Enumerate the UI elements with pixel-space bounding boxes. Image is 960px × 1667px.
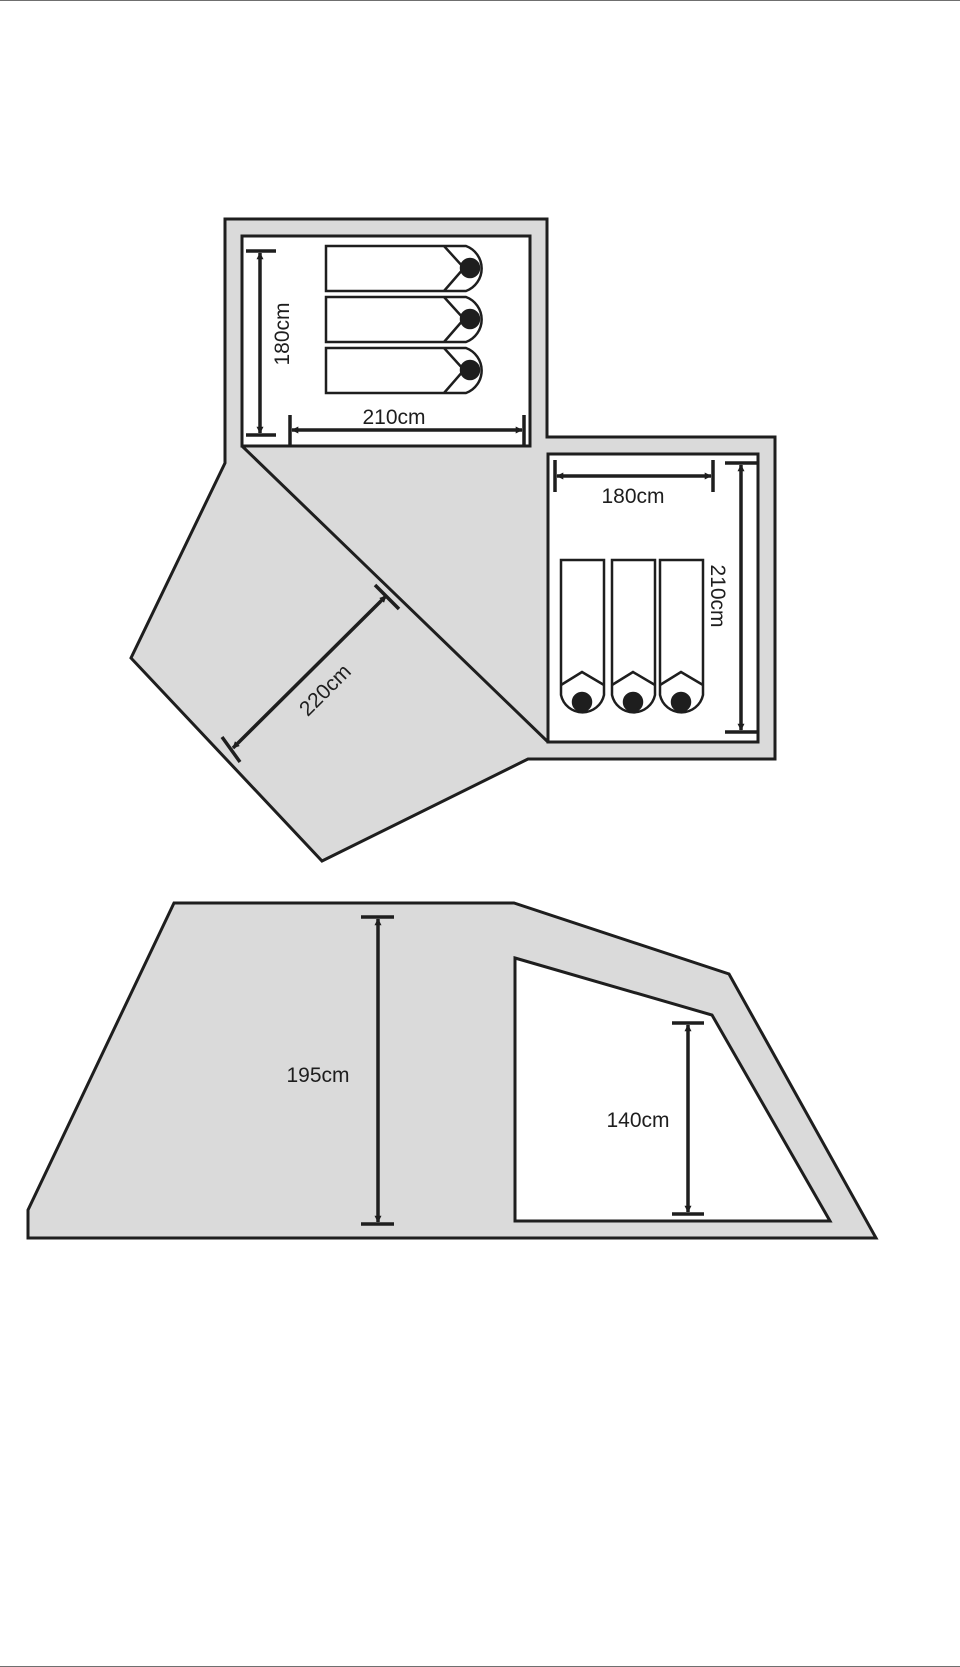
sleeping-bag-icon — [324, 244, 483, 293]
sleeping-bags-right — [559, 558, 705, 714]
bedroom-profile-inner — [513, 956, 833, 1223]
living-height-label: 195cm — [286, 1064, 349, 1087]
sleeping-bag-icon — [658, 558, 705, 714]
bedroom-right-width-label: 180cm — [601, 485, 664, 508]
dimension-arrow — [361, 915, 394, 1226]
sleeping-bags-left — [324, 244, 483, 395]
top-border — [0, 0, 960, 1]
bedroom-left-width-label: 210cm — [362, 406, 425, 429]
side-profile-dimensions — [361, 915, 704, 1226]
dimension-arrow — [725, 461, 757, 734]
bedroom-left-depth-label: 180cm — [271, 302, 294, 365]
floor-plan-dimensions — [220, 249, 757, 764]
dimension-arrow — [246, 249, 276, 437]
sleeping-bag-icon — [324, 295, 483, 344]
sleeping-bag-icon — [559, 558, 606, 714]
side-profile — [26, 901, 879, 1240]
dimension-arrow — [220, 583, 401, 764]
sleeping-bag-icon — [610, 558, 657, 714]
dimension-arrow — [553, 460, 715, 492]
bedroom-right-depth-label: 210cm — [706, 564, 729, 627]
bedroom-height-label: 140cm — [606, 1109, 669, 1132]
dimension-arrow — [288, 415, 526, 445]
living-area-divider — [240, 444, 550, 744]
sleeping-bag-icon — [324, 346, 483, 395]
dimension-arrow — [672, 1021, 704, 1216]
